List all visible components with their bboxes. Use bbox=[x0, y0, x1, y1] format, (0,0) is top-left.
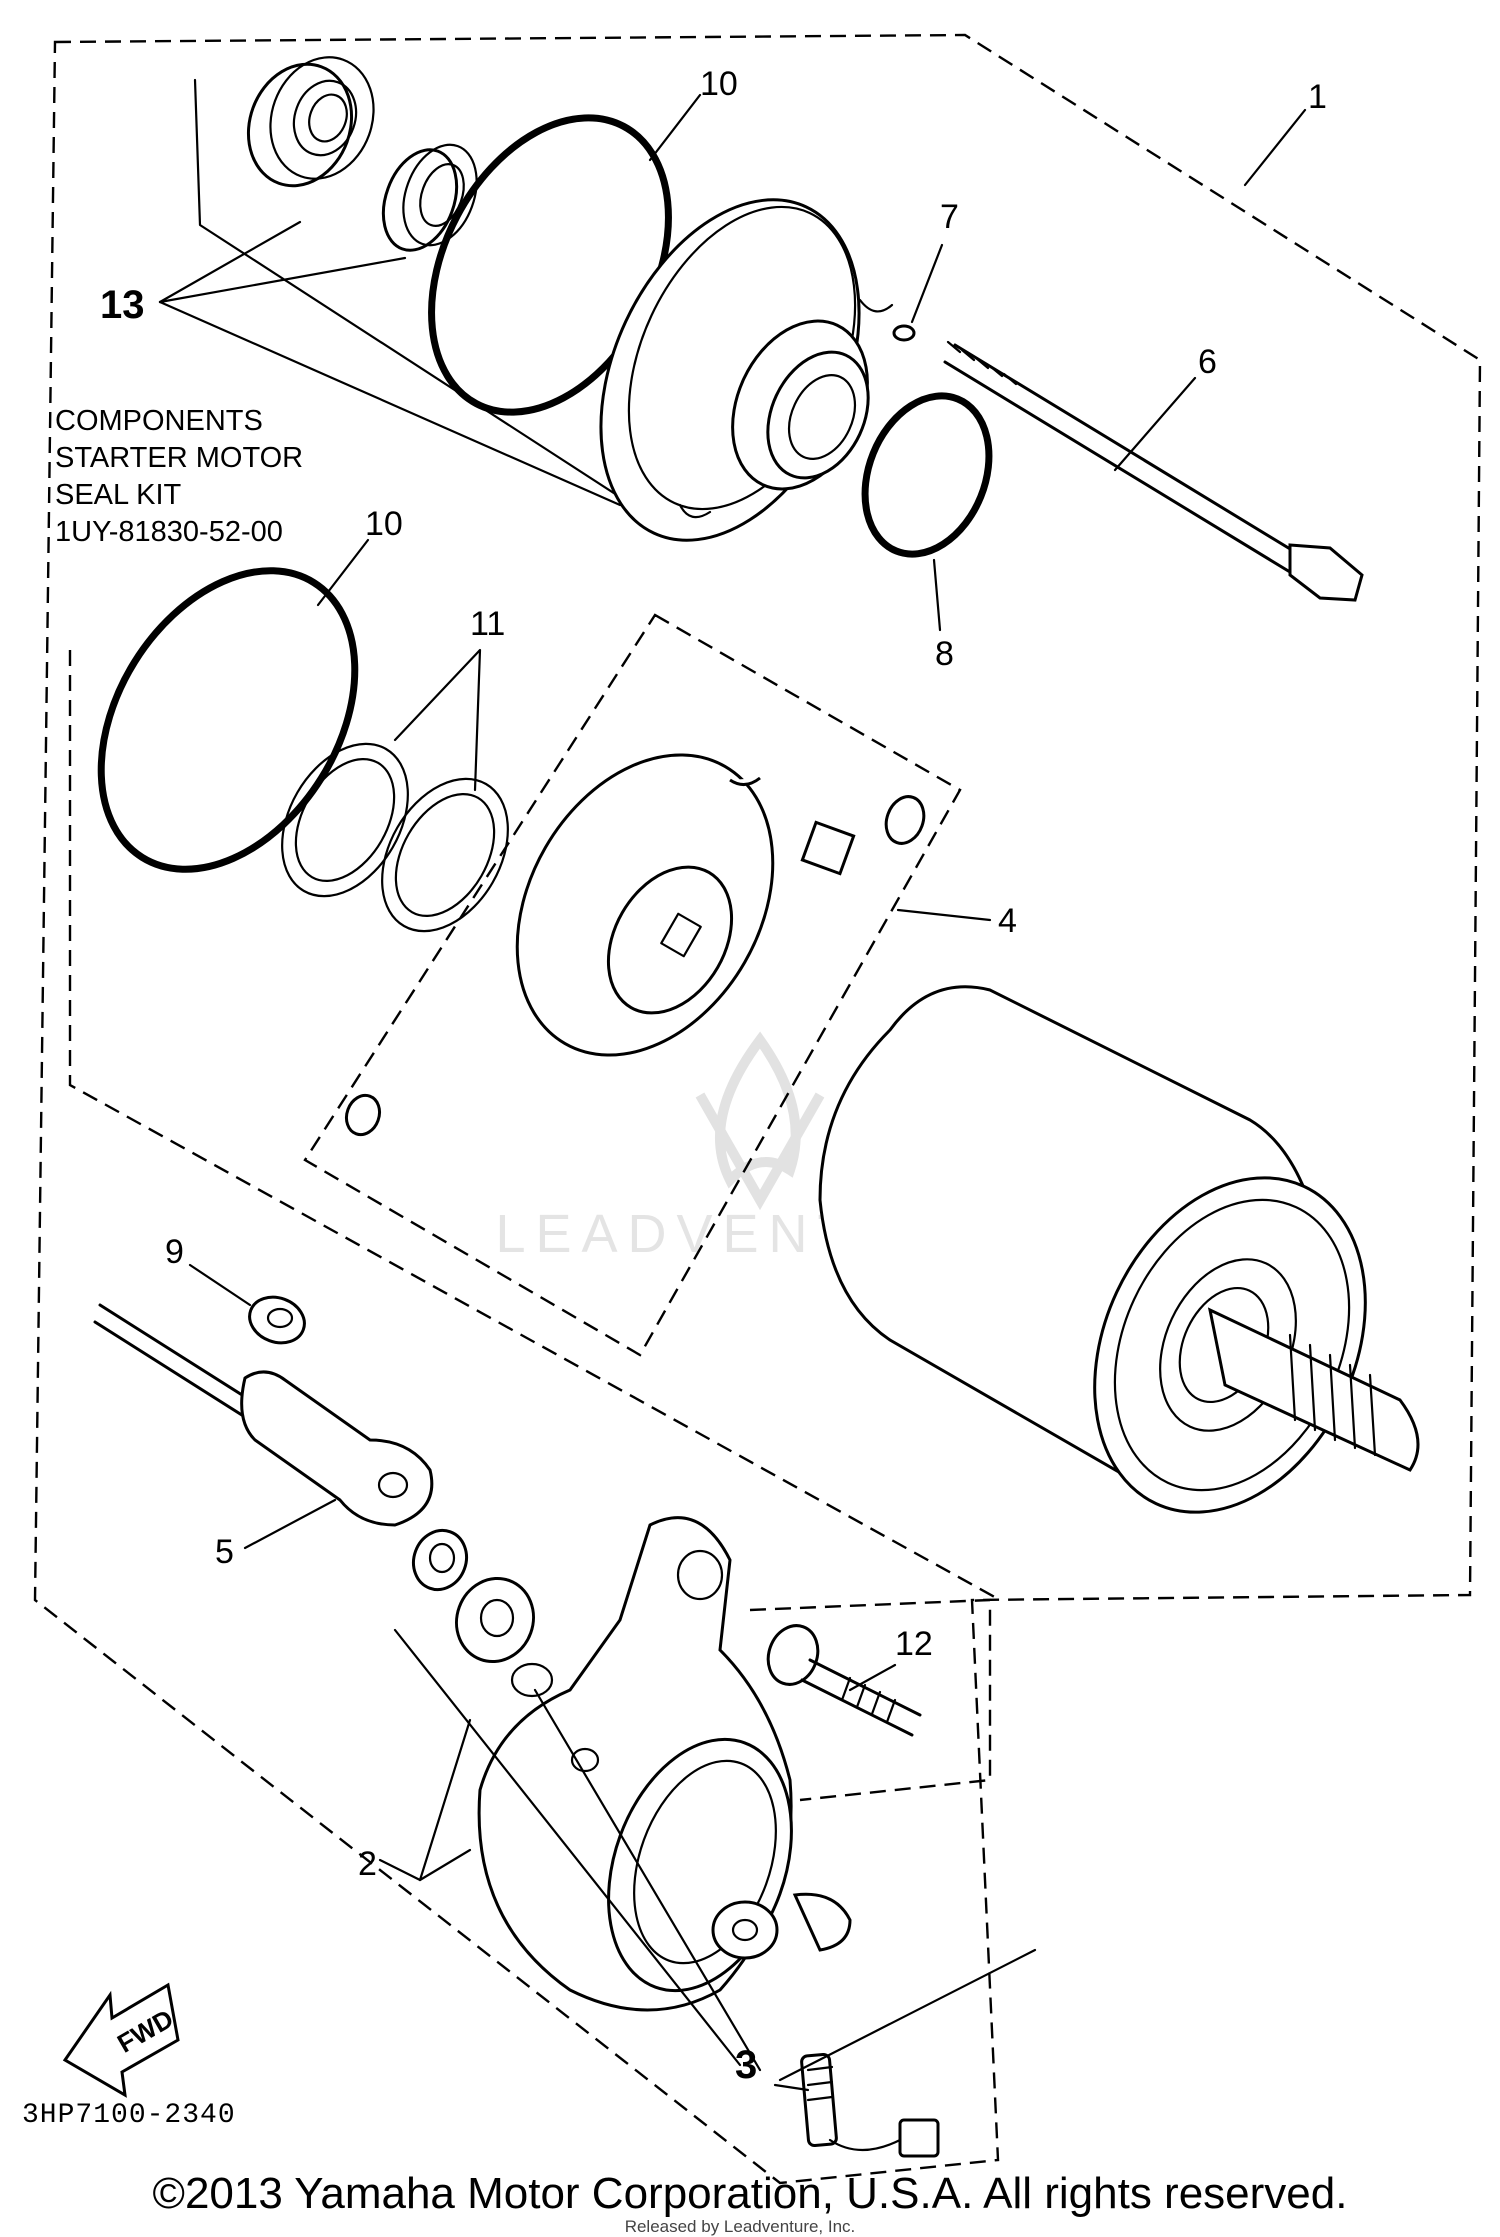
callout-10-upper: 10 bbox=[700, 65, 738, 103]
o-ring-10-lower bbox=[97, 567, 359, 873]
callout-11: 11 bbox=[470, 605, 505, 643]
callout-2: 2 bbox=[358, 1845, 377, 1883]
callout-4: 4 bbox=[998, 902, 1017, 940]
seal-kit-label: COMPONENTS STARTER MOTOR SEAL KIT 1UY-81… bbox=[55, 405, 303, 548]
callout-numbers: 1 2 3 4 5 6 7 8 9 10 10 11 12 13 bbox=[100, 65, 1327, 2087]
leader-10-upper bbox=[648, 93, 702, 162]
leader-7 bbox=[910, 243, 944, 324]
motor-yoke bbox=[818, 985, 1420, 1514]
leader-3 bbox=[393, 1628, 1037, 2092]
bearing-13 bbox=[246, 56, 375, 188]
bolt-12 bbox=[766, 1624, 922, 1737]
leader-13 bbox=[158, 78, 642, 512]
leader-2 bbox=[378, 1718, 472, 1882]
bolt-12-outline bbox=[749, 1598, 992, 1802]
leader-4 bbox=[896, 908, 992, 922]
rear-cover bbox=[477, 1516, 852, 2012]
callout-8: 8 bbox=[935, 635, 954, 673]
front-cover bbox=[599, 198, 894, 542]
oil-seal-13 bbox=[381, 143, 478, 252]
nut-9 bbox=[248, 1295, 306, 1345]
leadventure-logo-icon bbox=[695, 1031, 825, 1211]
kit-label-line-1: COMPONENTS bbox=[55, 405, 263, 437]
fwd-arrow-icon: FWD bbox=[62, 1982, 180, 2098]
callout-12: 12 bbox=[895, 1625, 933, 1663]
leader-10-lower bbox=[316, 538, 370, 607]
through-bolt-6 bbox=[943, 340, 1364, 602]
kit-label-line-4: 1UY-81830-52-00 bbox=[55, 516, 283, 548]
callout-6: 6 bbox=[1198, 343, 1217, 381]
callout-3: 3 bbox=[735, 2043, 757, 2087]
seal-kit-outline bbox=[68, 650, 1001, 1602]
kit-label-line-3: SEAL KIT bbox=[55, 479, 182, 511]
lead-wire-5 bbox=[93, 1303, 434, 1527]
copyright-text: ©2013 Yamaha Motor Corporation, U.S.A. A… bbox=[153, 2169, 1348, 2218]
insulator-washers-2 bbox=[412, 1528, 554, 1698]
o-ring-8 bbox=[861, 392, 993, 558]
diagram-code: 3HP7100-2340 bbox=[22, 2100, 236, 2131]
terminal-bolt bbox=[800, 2052, 940, 2158]
starter-assembly-outline bbox=[33, 33, 1482, 2185]
callout-13: 13 bbox=[100, 283, 145, 327]
kit-label-line-2: STARTER MOTOR bbox=[55, 442, 303, 474]
callout-1: 1 bbox=[1308, 78, 1327, 116]
callout-5: 5 bbox=[215, 1533, 234, 1571]
leader-1 bbox=[1243, 108, 1307, 187]
release-note: Released by Leadventure, Inc. bbox=[625, 2217, 856, 2236]
leader-9 bbox=[188, 1263, 252, 1307]
leader-5 bbox=[243, 1498, 337, 1550]
brush-holder-plate-4 bbox=[344, 753, 926, 1137]
leader-12 bbox=[848, 1663, 897, 1692]
washers-11 bbox=[281, 648, 509, 933]
o-ring-7 bbox=[892, 324, 916, 342]
callout-7: 7 bbox=[940, 198, 959, 236]
callout-10-lower: 10 bbox=[365, 505, 403, 543]
leader-8 bbox=[932, 558, 942, 632]
brush-holder-outline-4 bbox=[303, 613, 962, 1357]
callout-9: 9 bbox=[165, 1233, 184, 1271]
leader-6 bbox=[1113, 376, 1197, 472]
